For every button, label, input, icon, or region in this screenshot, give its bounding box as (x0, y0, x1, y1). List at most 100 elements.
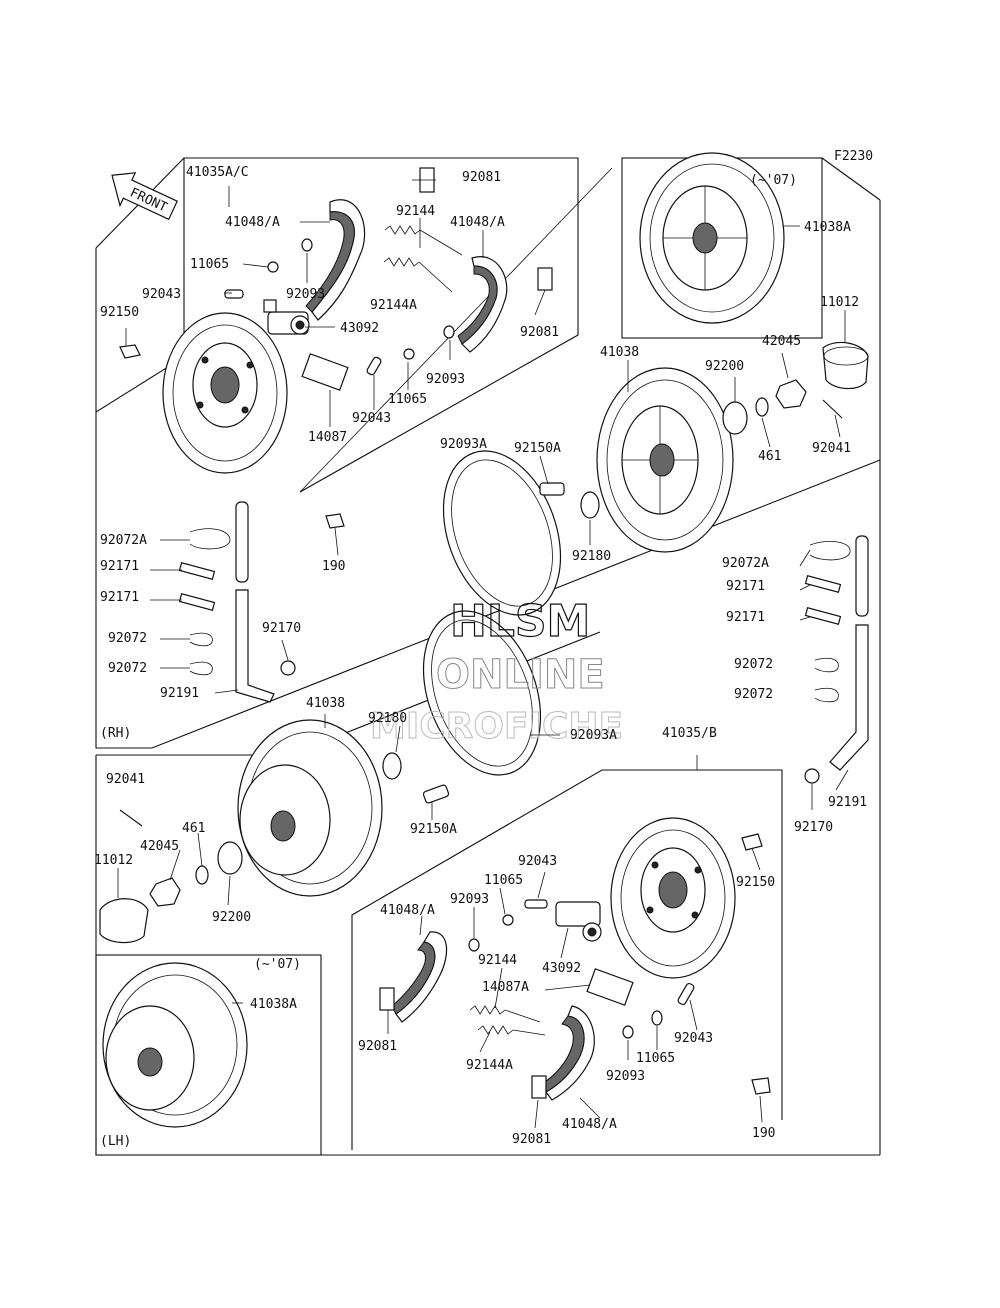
label-41038-lh: 41038 (306, 696, 345, 711)
label-92144-rh: 92144 (396, 204, 435, 219)
label-11065-rh-mid: 11065 (388, 392, 427, 407)
label-92171-lh-2: 92171 (726, 610, 765, 625)
label-11065-rh-left: 11065 (190, 257, 229, 272)
lh-wheel (237, 719, 383, 897)
lh-drum-seal (422, 610, 542, 776)
inset-wheel-top (639, 152, 785, 324)
label-41035AC: 41035A/C (186, 165, 249, 180)
label-92041-rh: 92041 (812, 441, 851, 456)
label-92191-lh: 92191 (828, 795, 867, 810)
label-14087-rh: 14087 (308, 430, 347, 445)
rh-small-parts (119, 167, 553, 529)
label-92043-rh-mid: 92043 (352, 411, 391, 426)
label-190-lh: 190 (752, 1126, 775, 1141)
label-41038A-top: 41038A (804, 220, 851, 235)
label-92043-lh-top: 92043 (518, 854, 557, 869)
label-461-rh: 461 (758, 449, 781, 464)
label-92171-rh-2: 92171 (100, 590, 139, 605)
rh-drum-seal (442, 450, 562, 616)
label-92150-lh: 92150 (736, 875, 775, 890)
label-92144-lh: 92144 (478, 953, 517, 968)
rh-wheel (596, 367, 734, 553)
label-92191-rh: 92191 (160, 686, 199, 701)
label-92144A-rh: 92144A (370, 298, 417, 313)
label-92200-rh: 92200 (705, 359, 744, 374)
lh-bolt-92150A (422, 784, 450, 804)
label-92144A-lh: 92144A (466, 1058, 513, 1073)
rh-brake-shoe-left (305, 199, 366, 321)
label-92170-rh: 92170 (262, 621, 301, 636)
label-43092-lh: 43092 (542, 961, 581, 976)
note-inset-top: (~'07) (750, 173, 797, 188)
label-42045-rh: 42045 (762, 334, 801, 349)
label-92093A-rh: 92093A (440, 437, 487, 452)
label-92072-lh-1: 92072 (734, 657, 773, 672)
side-label-rh: (RH) (100, 726, 131, 741)
lh-brake-shoe-left (391, 931, 448, 1023)
label-41048A-rh-right: 41048/A (450, 215, 505, 230)
label-42045-lh: 42045 (140, 839, 179, 854)
label-92043-lh-bottom: 92043 (674, 1031, 713, 1046)
lh-small-parts (379, 833, 771, 1099)
label-41038A-bottom: 41038A (250, 997, 297, 1012)
rh-wheel-cylinder (263, 299, 310, 335)
label-92170-lh: 92170 (794, 820, 833, 835)
label-461-lh: 461 (182, 821, 205, 836)
rh-hose (178, 501, 296, 703)
label-41048A-lh-left: 41048/A (380, 903, 435, 918)
label-11065-lh-top: 11065 (484, 873, 523, 888)
label-92072-rh-1: 92072 (108, 631, 147, 646)
label-92072A-lh: 92072A (722, 556, 769, 571)
label-92043-rh-top: 92043 (142, 287, 181, 302)
label-11012-rh: 11012 (820, 295, 859, 310)
lh-oring-92180 (382, 752, 402, 780)
label-92171-rh-1: 92171 (100, 559, 139, 574)
label-190-rh: 190 (322, 559, 345, 574)
part-labels: F2230 41035A/C 41048/A 92081 92144 41048… (94, 149, 873, 1149)
label-92171-lh-1: 92171 (726, 579, 765, 594)
rh-brake-panel (162, 312, 288, 474)
label-41038-rh: 41038 (600, 345, 639, 360)
label-92093-rh-right: 92093 (426, 372, 465, 387)
label-11012-lh: 11012 (94, 853, 133, 868)
lh-wheel-cylinder (555, 901, 602, 942)
label-92081-lh-bottom: 92081 (512, 1132, 551, 1147)
rh-springs (383, 225, 463, 293)
rh-bolt-92150A (539, 482, 565, 496)
label-92093-lh-top: 92093 (450, 892, 489, 907)
label-92150A-rh: 92150A (514, 441, 561, 456)
label-92072-lh-2: 92072 (734, 687, 773, 702)
watermark-line-2: ONLINE (436, 652, 605, 698)
lh-brake-panel (610, 817, 736, 979)
leader-lines (117, 179, 849, 1129)
label-92081-rh-right: 92081 (520, 325, 559, 340)
label-43092-rh: 43092 (340, 321, 379, 336)
label-41048A-lh-right: 41048/A (562, 1117, 617, 1132)
watermark: HLSM ONLINE MICROFICHE (370, 595, 624, 747)
label-92072-rh-2: 92072 (108, 661, 147, 676)
label-92150A-lh: 92150A (410, 822, 457, 837)
label-14087A-lh: 14087A (482, 980, 529, 995)
note-inset-bottom: (~'07) (254, 957, 301, 972)
rh-hub-parts (722, 341, 869, 435)
label-92081-rh-top: 92081 (462, 170, 501, 185)
label-92093-lh-bottom: 92093 (606, 1069, 645, 1084)
label-92093A-lh: 92093A (570, 728, 617, 743)
label-11065-lh-bottom: 11065 (636, 1051, 675, 1066)
label-92072A-rh: 92072A (100, 533, 147, 548)
label-92180-rh: 92180 (572, 549, 611, 564)
label-92081-lh-left: 92081 (358, 1039, 397, 1054)
side-label-lh: (LH) (100, 1134, 131, 1149)
lh-hose (804, 535, 869, 784)
label-41035B: 41035/B (662, 726, 717, 741)
rh-brake-shoe-right (457, 256, 508, 353)
inset-wheel-bottom (102, 962, 248, 1128)
label-92150-rh: 92150 (100, 305, 139, 320)
lh-hub-parts (99, 809, 243, 944)
label-92041-lh: 92041 (106, 772, 145, 787)
lh-brake-shoe-right (541, 1005, 595, 1101)
watermark-line-1: HLSM (450, 596, 590, 647)
watermark-line-3: MICROFICHE (370, 706, 623, 747)
